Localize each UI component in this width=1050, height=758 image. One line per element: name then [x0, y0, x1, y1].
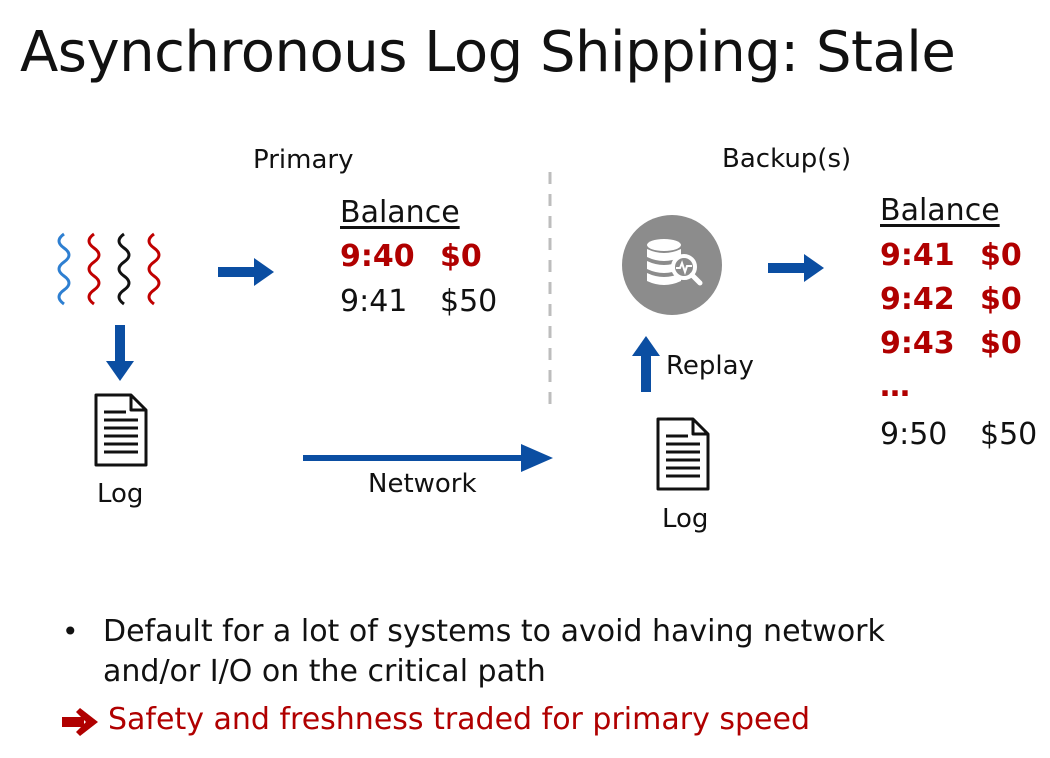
backup-balance-row: 9:42 $0	[880, 283, 1022, 316]
page-title: Asynchronous Log Shipping: Stale	[20, 20, 956, 85]
row-time: 9:42	[880, 282, 955, 317]
row-amount: $0	[440, 239, 482, 274]
divider	[548, 172, 552, 412]
backup-balance-row: 9:41 $0	[880, 239, 1022, 272]
row-amount: $0	[980, 326, 1022, 361]
replay-label: Replay	[666, 351, 754, 381]
backup-label: Backup(s)	[722, 144, 852, 174]
backup-balance-row: 9:50 $50	[880, 418, 1037, 451]
primary-balance-row: 9:41 $50	[340, 285, 497, 318]
backup-balance-header: Balance	[880, 193, 1000, 228]
arrow-down-icon	[106, 325, 134, 381]
wavy-lines-icon	[57, 232, 161, 306]
backup-balance-ellipsis: …	[880, 369, 910, 404]
arrow-up-icon	[632, 336, 660, 392]
primary-balance-header: Balance	[340, 195, 460, 230]
document-icon	[94, 393, 148, 467]
arrow-right-icon	[218, 258, 274, 286]
backup-balance-row: 9:43 $0	[880, 327, 1022, 360]
row-amount: $0	[980, 238, 1022, 273]
arrow-right-icon	[768, 254, 824, 282]
primary-label: Primary	[253, 145, 354, 175]
bullet-text-line1: Default for a lot of systems to avoid ha…	[103, 614, 885, 649]
primary-balance-row: 9:40 $0	[340, 240, 482, 273]
bullet-marker: •	[62, 615, 79, 648]
row-amount: $0	[980, 282, 1022, 317]
network-arrow-icon	[303, 444, 553, 472]
database-search-icon	[622, 215, 722, 315]
row-time: 9:43	[880, 326, 955, 361]
conclusion-arrow-icon	[62, 708, 98, 736]
row-time: 9:41	[340, 284, 408, 319]
document-icon	[656, 417, 710, 491]
primary-log-label: Log	[97, 479, 144, 509]
row-time: 9:40	[340, 239, 415, 274]
backup-log-label: Log	[662, 504, 709, 534]
row-time: 9:50	[880, 417, 948, 452]
bullet-text-line2: and/or I/O on the critical path	[103, 654, 546, 689]
conclusion-text: Safety and freshness traded for primary …	[108, 702, 810, 737]
row-time: 9:41	[880, 238, 955, 273]
row-amount: $50	[440, 284, 498, 319]
network-label: Network	[368, 469, 477, 499]
row-amount: $50	[980, 417, 1038, 452]
